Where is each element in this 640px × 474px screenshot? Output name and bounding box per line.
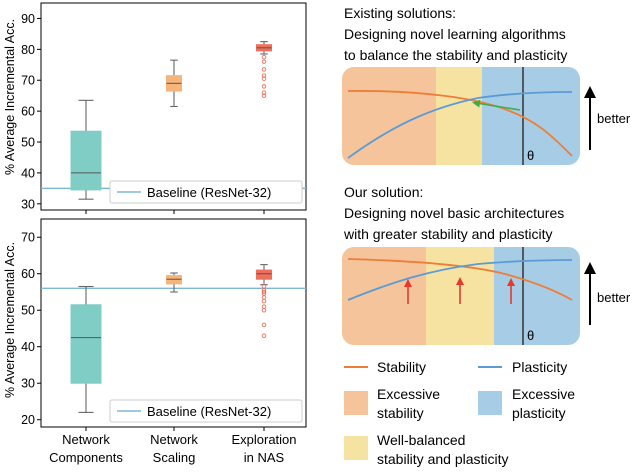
existing-title-1: Existing solutions: xyxy=(344,5,456,21)
y-tick-label: 20 xyxy=(21,413,35,427)
better-label-bottom: better xyxy=(597,290,631,305)
legend-plasticity-label: Plasticity xyxy=(512,359,567,375)
y-tick-label: 50 xyxy=(21,136,35,150)
legend: Stability Plasticity Excessive stability… xyxy=(344,359,575,467)
ours-title-3: with greater stability and plasticity xyxy=(343,226,553,242)
y-tick-label: 70 xyxy=(21,74,35,88)
outlier-point xyxy=(261,67,267,72)
legend-excessive-plasticity-swatch xyxy=(478,391,502,415)
y-tick-label: 80 xyxy=(21,43,35,57)
ours-title-2: Designing novel basic architectures xyxy=(344,205,564,221)
y-tick-label: 90 xyxy=(21,12,35,26)
baseline-legend-label: Baseline (ResNet-32) xyxy=(147,185,271,200)
y-axis-label-bottom: % Average Incremental Acc. xyxy=(3,242,17,398)
plasticity-curve-bottom xyxy=(347,259,573,301)
outlier-point xyxy=(261,84,267,89)
outlier-point xyxy=(261,73,267,78)
baseline-legend-box xyxy=(109,180,303,204)
legend-well-balanced-label-2: stability and plasticity xyxy=(377,451,509,467)
existing-diagram xyxy=(342,67,580,165)
x-label-exploration-nas-2: in NAS xyxy=(244,450,285,465)
outlier-point xyxy=(261,307,267,313)
y-tick-label: 30 xyxy=(21,197,35,211)
outlier-point xyxy=(261,289,267,295)
outlier-point xyxy=(261,322,267,328)
region-well-balanced-top xyxy=(436,67,482,165)
outlier-point xyxy=(261,333,267,339)
ours-diagram xyxy=(342,247,580,345)
box xyxy=(166,275,182,285)
y-tick-label: 40 xyxy=(21,166,35,180)
outlier-point xyxy=(261,304,267,309)
ours-title-1: Our solution: xyxy=(344,184,423,200)
stability-curve-top xyxy=(347,90,573,157)
x-label-network-components-1: Network xyxy=(62,432,110,447)
theta-label-top: θ xyxy=(527,148,534,163)
theta-label-bottom: θ xyxy=(527,328,534,343)
existing-title-2: Designing novel learning algorithms xyxy=(344,26,566,42)
y-tick-label: 70 xyxy=(21,231,35,245)
box xyxy=(70,130,102,191)
existing-title-3: to balance the stability and plasticity xyxy=(344,47,567,63)
legend-stability-label: Stability xyxy=(377,359,426,375)
legend-excessive-stability-label-1: Excessive xyxy=(377,386,440,402)
outlier-point xyxy=(261,298,267,304)
y-tick-label: 40 xyxy=(21,340,35,354)
box xyxy=(256,269,272,280)
x-label-network-scaling-2: Scaling xyxy=(153,450,196,465)
outlier-point xyxy=(261,90,267,95)
plasticity-curve-top xyxy=(347,91,573,159)
outlier-point xyxy=(261,76,267,81)
legend-well-balanced-label-1: Well-balanced xyxy=(377,432,465,448)
y-axis-label-top: % Average Incremental Acc. xyxy=(3,19,17,175)
outlier-point xyxy=(261,93,267,98)
better-label-top: better xyxy=(597,111,631,126)
x-label-network-scaling-1: Network xyxy=(150,432,198,447)
y-tick-label: 50 xyxy=(21,304,35,318)
legend-excessive-plasticity-label-1: Excessive xyxy=(512,386,575,402)
green-arrow xyxy=(472,99,521,111)
y-tick-label: 60 xyxy=(21,267,35,281)
stability-curve-bottom xyxy=(347,258,573,301)
x-label-exploration-nas-1: Exploration xyxy=(231,432,296,447)
outlier-point xyxy=(261,295,267,300)
baseline-legend-box xyxy=(109,399,303,423)
y-tick-label: 30 xyxy=(21,377,35,391)
y-tick-label: 60 xyxy=(21,105,35,119)
legend-well-balanced-swatch xyxy=(344,436,368,460)
x-label-network-components-2: Components xyxy=(49,450,123,465)
outlier-point xyxy=(261,59,267,64)
legend-excessive-plasticity-label-2: plasticity xyxy=(512,405,566,421)
legend-excessive-stability-swatch xyxy=(344,391,368,415)
box xyxy=(70,304,102,384)
legend-excessive-stability-label-2: stability xyxy=(377,405,424,421)
outlier-point xyxy=(261,54,267,60)
baseline-legend-label: Baseline (ResNet-32) xyxy=(147,404,271,419)
